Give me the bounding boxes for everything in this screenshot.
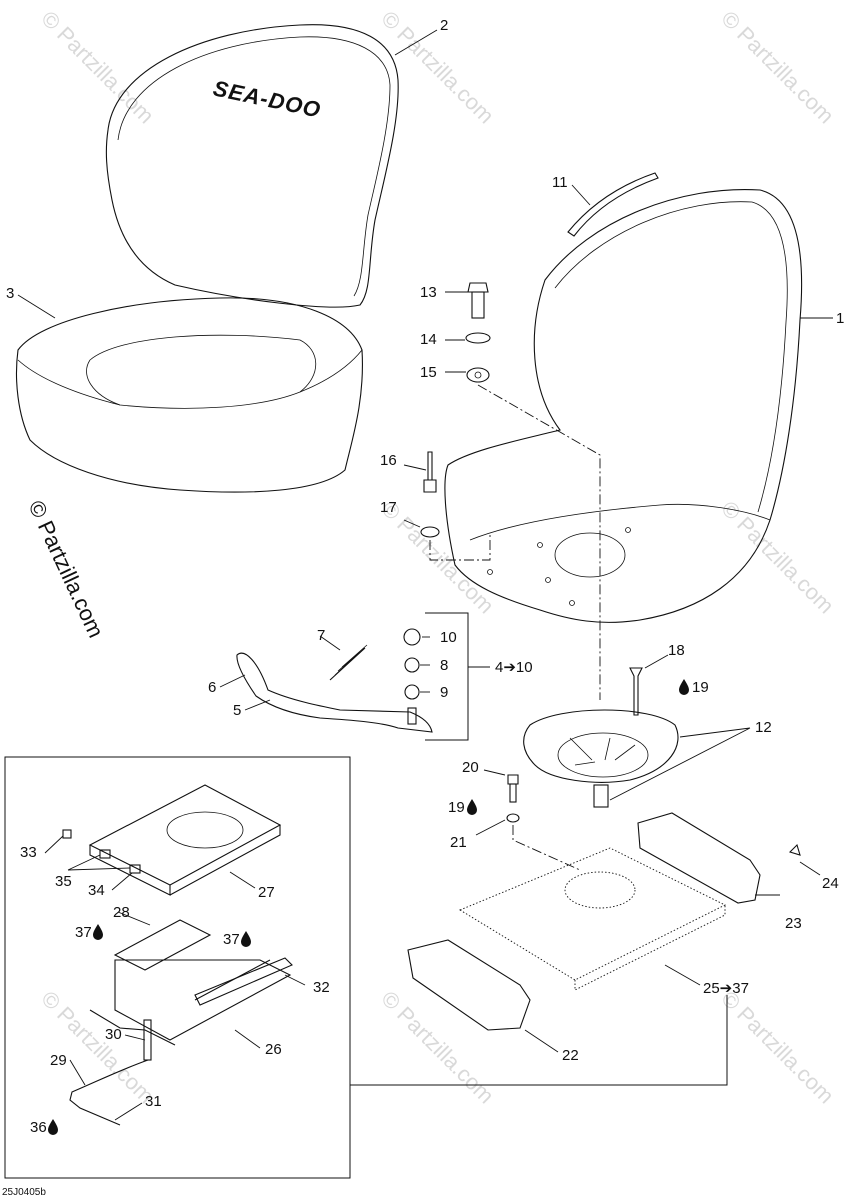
side-watermark: © Partzilla.com — [23, 497, 108, 642]
small-bolts — [62, 829, 141, 874]
callout-19-right: 19 — [679, 679, 709, 696]
callout-27: 27 — [258, 884, 275, 901]
seat-shell — [444, 188, 803, 623]
callout-6: 6 — [208, 679, 216, 696]
swivel-base — [523, 709, 679, 808]
callout-13: 13 — [420, 284, 437, 301]
release-lever — [69, 1009, 176, 1126]
nut-set — [403, 628, 421, 700]
callout-19-a: 19 — [692, 679, 709, 696]
callout-19-left: 19 — [448, 799, 477, 816]
callout-37-a: 37 — [75, 924, 92, 941]
callout-2: 2 — [440, 17, 448, 34]
slider-plate — [459, 847, 727, 991]
lever-spring — [236, 644, 433, 733]
callout-23: 23 — [785, 915, 802, 932]
callout-3: 3 — [6, 285, 14, 302]
screws — [506, 667, 643, 823]
brand-logo: SEA-DOO — [211, 75, 323, 122]
watermark: © Partzilla.com — [716, 986, 839, 1109]
callouts: 1 2 3 4➔10 5 6 7 8 9 10 11 12 13 14 15 1… — [6, 17, 844, 1136]
callout-37-right: 37 — [223, 931, 251, 948]
callout-26: 26 — [265, 1041, 282, 1058]
callout-29: 29 — [50, 1052, 67, 1069]
callout-28: 28 — [113, 904, 130, 921]
callout-37-left: 37 — [75, 924, 103, 941]
callout-31: 31 — [145, 1093, 162, 1110]
callout-1: 1 — [836, 310, 844, 327]
callout-19-b: 19 — [448, 799, 465, 816]
drop-icon — [467, 799, 477, 815]
callout-16: 16 — [380, 452, 397, 469]
callout-22: 22 — [562, 1047, 579, 1064]
assembly-line — [512, 825, 581, 871]
watermark: © Partzilla.com — [716, 6, 839, 129]
callout-9: 9 — [440, 684, 448, 701]
callout-24: 24 — [822, 875, 839, 892]
callout-34: 34 — [88, 882, 105, 899]
callout-36-num: 36 — [30, 1119, 47, 1136]
callout-20: 20 — [462, 759, 479, 776]
callout-15: 15 — [420, 364, 437, 381]
callout-8: 8 — [440, 657, 448, 674]
callout-33: 33 — [20, 844, 37, 861]
leader-lines — [17, 29, 833, 1121]
callout-10: 10 — [440, 629, 457, 646]
drop-icon — [48, 1119, 58, 1135]
callout-7: 7 — [317, 627, 325, 644]
drop-icon — [241, 931, 251, 947]
watermark: © Partzilla.com — [376, 6, 499, 129]
callout-12: 12 — [755, 719, 772, 736]
callout-36: 36 — [30, 1119, 58, 1136]
backrest-cover: SEA-DOO — [105, 24, 399, 308]
callout-18: 18 — [668, 642, 685, 659]
callout-4-10: 4➔10 — [495, 659, 533, 676]
assembly-line — [429, 535, 491, 561]
watermark: © Partzilla.com — [36, 986, 159, 1109]
inset-connector — [350, 995, 728, 1086]
drawing-id: 25J0405b — [2, 1187, 46, 1198]
inset-box — [4, 756, 351, 1179]
watermark: © Partzilla.com — [36, 6, 159, 129]
seat-cushion — [16, 297, 363, 493]
callout-14: 14 — [420, 331, 437, 348]
drop-icon — [93, 924, 103, 940]
watermark: © Partzilla.com — [716, 496, 839, 619]
callout-17: 17 — [380, 499, 397, 516]
slide-frame — [113, 919, 293, 1041]
callout-37-b: 37 — [223, 931, 240, 948]
bolt-washer-nut — [465, 282, 491, 383]
watermark: © Partzilla.com — [376, 986, 499, 1109]
callout-30: 30 — [105, 1026, 122, 1043]
pin-washer — [420, 451, 440, 538]
group-bracket — [425, 612, 469, 741]
rails — [407, 812, 801, 1031]
drop-icon — [679, 679, 689, 695]
callout-11: 11 — [552, 174, 568, 191]
callout-25-37: 25➔37 — [703, 980, 749, 997]
assembly-line — [477, 384, 601, 700]
mount-plate — [88, 784, 282, 896]
callout-5: 5 — [233, 702, 241, 719]
callout-35: 35 — [55, 873, 72, 890]
callout-21: 21 — [450, 834, 467, 851]
callout-32: 32 — [313, 979, 330, 996]
trim-strip — [567, 172, 659, 237]
